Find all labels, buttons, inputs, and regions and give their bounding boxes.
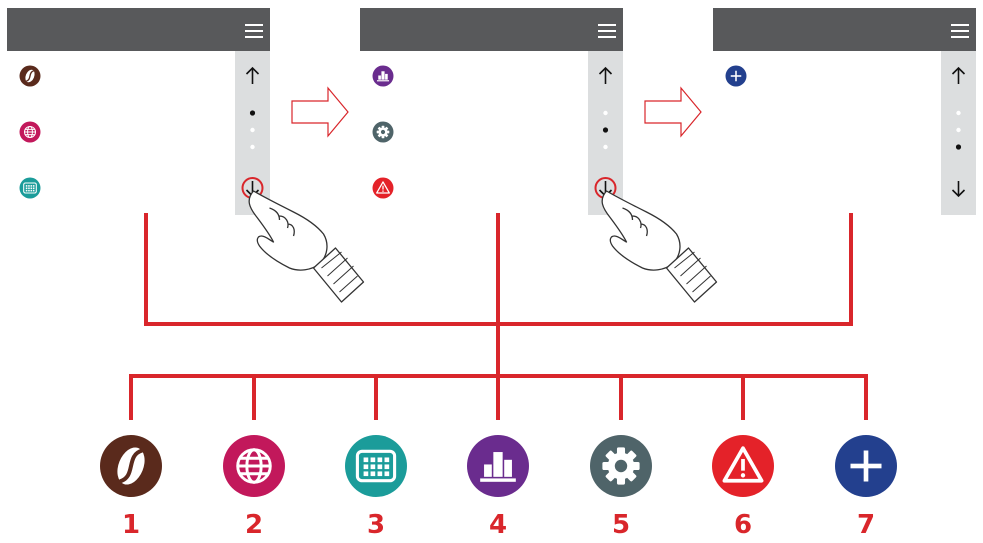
gear-glyph [376, 125, 390, 139]
globe-icon [223, 435, 285, 497]
scroll-up-arrow[interactable] [245, 66, 260, 84]
legend-number-1: 1 [121, 510, 141, 540]
menu-icon[interactable] [245, 24, 263, 38]
legend-number-6: 6 [733, 510, 753, 540]
transition-arrow [291, 86, 349, 138]
hand-knuckles [622, 207, 648, 237]
page-indicator-dot [603, 110, 608, 116]
screen-2 [360, 8, 718, 303]
scroll-up-arrow-head [951, 66, 966, 75]
connector-lines [129, 213, 868, 420]
plus-icon[interactable] [725, 65, 747, 87]
page-indicator-dot [603, 144, 608, 150]
hand-cuff-lines [321, 251, 358, 293]
keypad-disc [19, 177, 41, 199]
warning-icon[interactable] [372, 177, 394, 199]
scroll-up-arrow-head [598, 66, 613, 75]
gear-icon [590, 435, 652, 497]
legend-number-5: 5 [611, 510, 631, 540]
page-indicator-active-dot [602, 127, 609, 133]
legend-number-2: 2 [244, 510, 264, 540]
coffee-bean-icon [100, 435, 162, 497]
page-indicator-active-dot [955, 144, 962, 150]
scroll-up-arrow-head [245, 66, 260, 75]
menu-icon[interactable] [598, 24, 616, 38]
screen-1 [7, 8, 365, 303]
bar-chart-icon [467, 435, 529, 497]
legend-number-4: 4 [488, 510, 508, 540]
scroll-down-arrow-head [951, 189, 966, 198]
page-indicator-active-dot [249, 110, 256, 116]
hand-cuff [312, 247, 365, 303]
screen-header [713, 8, 976, 51]
scroll-down-arrow[interactable] [951, 181, 966, 198]
screen-header [7, 8, 270, 51]
keypad-icon[interactable] [19, 177, 41, 199]
hand-cuff-lines [674, 251, 711, 293]
keypad-icon [345, 435, 407, 497]
hand-cuff [665, 247, 718, 303]
hand-knuckles [269, 207, 295, 237]
pointing-hand-icon [248, 190, 365, 303]
page-indicator-dot [250, 127, 255, 133]
hand-palm [248, 190, 328, 271]
page-indicator-dot [956, 110, 961, 116]
transition-arrow [644, 86, 702, 138]
hand-palm [601, 190, 681, 271]
legend-number-3: 3 [366, 510, 386, 540]
screen-3 [713, 8, 976, 215]
scroll-up-arrow[interactable] [951, 66, 966, 84]
plus-icon [835, 435, 897, 497]
page-indicator-dot [250, 144, 255, 150]
legend-number-7: 7 [856, 510, 876, 540]
pointing-hand-icon [601, 190, 718, 303]
globe-icon[interactable] [19, 121, 41, 143]
coffee-bean-icon[interactable] [19, 65, 41, 87]
gear-icon[interactable] [372, 121, 394, 143]
scroll-up-arrow[interactable] [598, 66, 613, 84]
bar-chart-icon[interactable] [372, 65, 394, 87]
keypad-disc [345, 435, 407, 497]
page-indicator-dot [956, 127, 961, 133]
gear-glyph [602, 447, 640, 485]
warning-icon [712, 435, 774, 497]
screen-header [360, 8, 623, 51]
menu-icon[interactable] [951, 24, 969, 38]
